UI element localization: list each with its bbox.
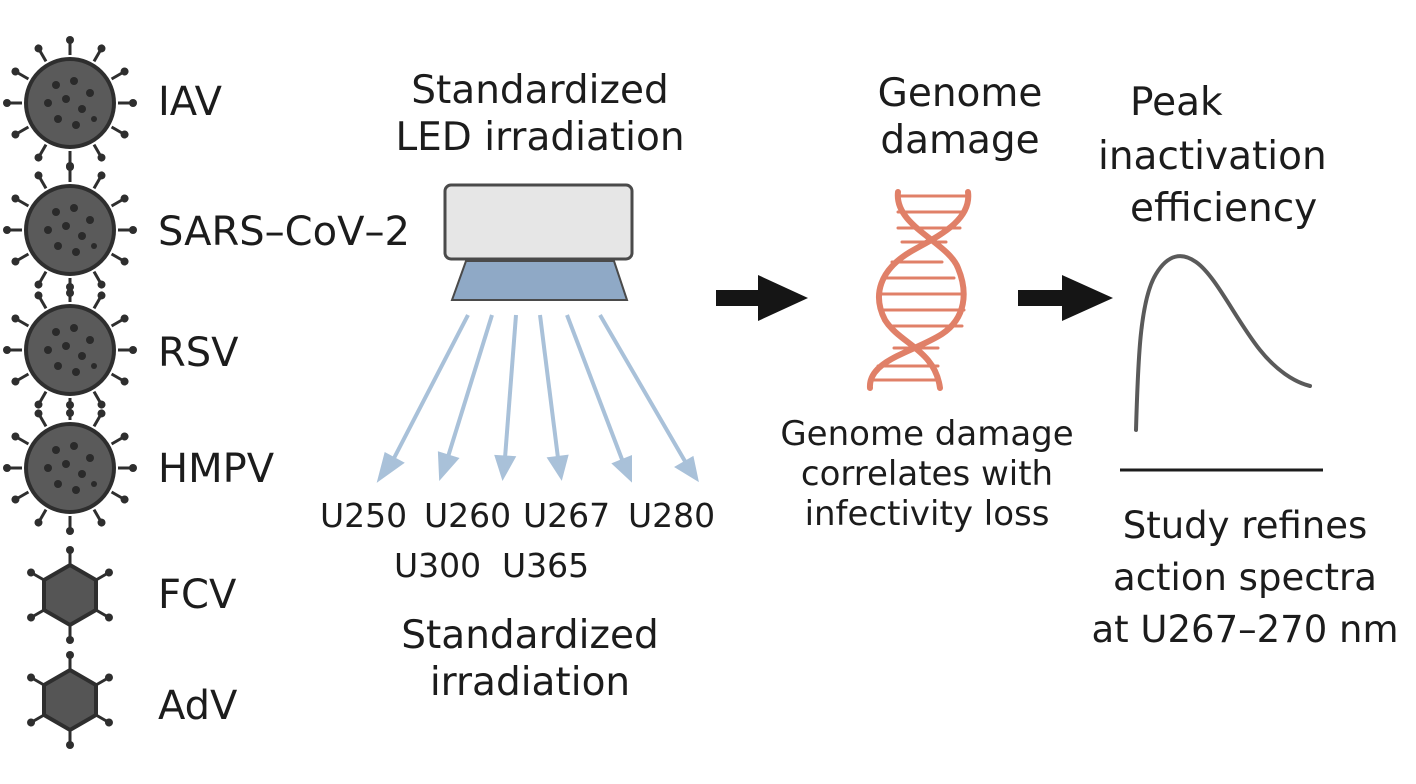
led-title: Standardized LED irradiation — [370, 67, 710, 161]
virus-fcv-icon — [26, 546, 115, 644]
genome-caption-line2: correlates with — [800, 454, 1054, 494]
virus-hmpv-icon — [3, 401, 137, 535]
arrow-to-peak-icon — [1018, 275, 1113, 321]
led-title-line1: Standardized — [411, 68, 669, 113]
arrow-to-genome-icon — [716, 275, 808, 321]
peak-curve — [1134, 254, 1312, 432]
genome-caption: Genome damage correlates with infectivit… — [762, 414, 1092, 534]
peak-title-line1: Peak — [1130, 80, 1223, 125]
virus-label-adv: AdV — [158, 683, 238, 729]
peak-title-line3: efficiency — [1130, 186, 1318, 231]
genome-caption-line3: infectivity loss — [804, 494, 1050, 534]
genome-title-line2: damage — [880, 118, 1040, 163]
genome-title: Genome damage — [830, 70, 1090, 164]
wavelength-u365: U365 — [502, 546, 590, 585]
genome-title-line1: Genome — [877, 71, 1043, 116]
virus-adv-icon — [26, 651, 115, 749]
peak-caption-line3: at U267–270 nm — [1091, 608, 1399, 651]
genome-caption-line1: Genome damage — [780, 414, 1074, 454]
virus-iav-icon — [3, 36, 137, 170]
dna-helix-icon — [867, 189, 972, 391]
wavelength-u260: U260 — [424, 496, 512, 535]
peak-caption: Study refines action spectra at U267–270… — [1080, 500, 1410, 656]
led-caption: Standardized irradiation — [360, 612, 700, 706]
peak-caption-line1: Study refines — [1122, 504, 1368, 547]
peak-caption-line2: action spectra — [1113, 556, 1377, 599]
wavelength-u300: U300 — [394, 546, 482, 585]
wavelength-u280: U280 — [628, 496, 716, 535]
led-title-line2: LED irradiation — [395, 115, 685, 160]
virus-label-iav: IAV — [158, 79, 222, 125]
wavelength-u267: U267 — [523, 496, 611, 535]
led-rays — [376, 313, 699, 483]
virus-rsv-icon — [3, 283, 137, 417]
led-caption-line1: Standardized — [401, 613, 659, 658]
virus-label-rsv: RSV — [158, 330, 239, 376]
virus-label-hmpv: HMPV — [158, 446, 275, 492]
peak-title-line2: inactivation — [1098, 134, 1327, 179]
virus-label-fcv: FCV — [158, 572, 237, 618]
wavelength-u250: U250 — [320, 496, 408, 535]
led-caption-line2: irradiation — [429, 660, 631, 705]
virus-sars-cov-2-icon — [3, 163, 137, 297]
virus-label-sars-cov-2: SARS–CoV–2 — [158, 209, 410, 255]
led-lamp-icon — [443, 183, 634, 301]
